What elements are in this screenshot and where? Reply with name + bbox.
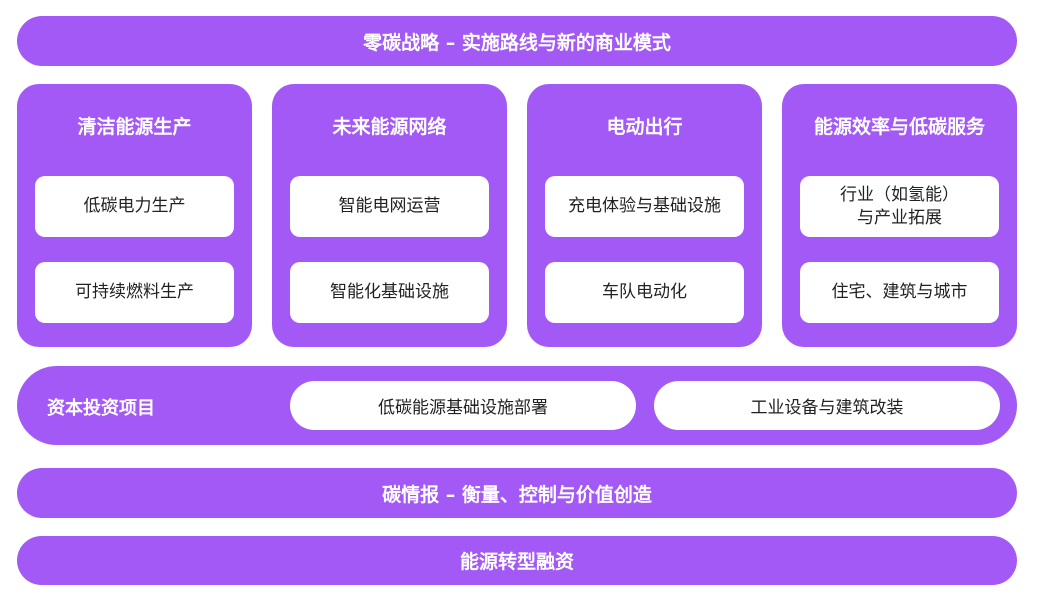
transition-finance-bar: 能源转型融资 [17,536,1017,585]
pillar-item: 低碳电力生产 [35,176,234,237]
pillar-title: 电动出行 [606,116,683,138]
pillar-item: 行业（如氢能） 与产业拓展 [800,176,999,237]
pillar-item: 充电体验与基础设施 [545,176,744,237]
pillar-title: 未来能源网络 [332,116,447,138]
pillar-item: 可持续燃料生产 [35,262,234,323]
capital-item: 低碳能源基础设施部署 [290,381,636,430]
capital-projects: 资本投资项目 低碳能源基础设施部署 工业设备与建筑改装 [17,366,1017,445]
pillar-item: 智能电网运营 [290,176,489,237]
carbon-intelligence-bar: 碳情报 – 衡量、控制与价值创造 [17,468,1017,518]
pillar-efficiency: 能源效率与低碳服务 行业（如氢能） 与产业拓展 住宅、建筑与城市 [782,84,1017,347]
capital-label: 资本投资项目 [47,398,155,419]
strategy-header: 零碳战略 – 实施路线与新的商业模式 [17,16,1017,66]
pillar-title: 能源效率与低碳服务 [813,116,985,138]
pillar-energy-network: 未来能源网络 智能电网运营 智能化基础设施 [272,84,507,347]
pillar-clean-energy: 清洁能源生产 低碳电力生产 可持续燃料生产 [17,84,252,347]
pillar-item: 住宅、建筑与城市 [800,262,999,323]
capital-item: 工业设备与建筑改装 [654,381,1000,430]
pillar-title: 清洁能源生产 [77,116,192,138]
pillar-item: 车队电动化 [545,262,744,323]
pillar-e-mobility: 电动出行 充电体验与基础设施 车队电动化 [527,84,762,347]
pillar-item: 智能化基础设施 [290,262,489,323]
